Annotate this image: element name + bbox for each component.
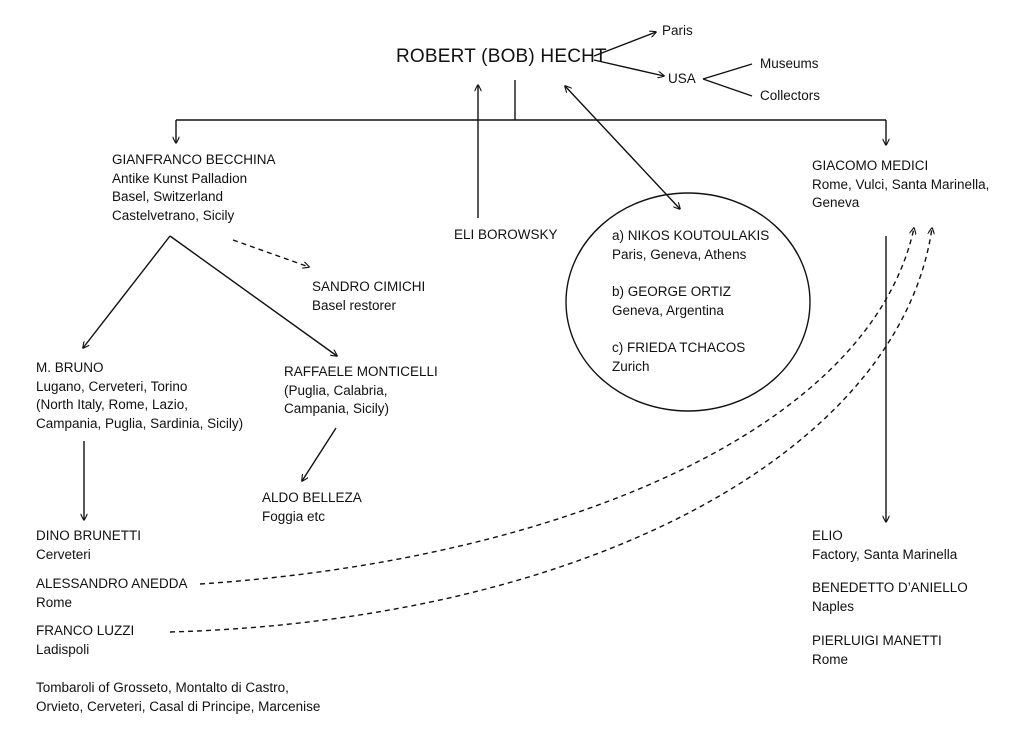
- monticelli-name: RAFFAELE MONTICELLI: [284, 364, 438, 379]
- tombaroli-line-0: Tombaroli of Grosseto, Montalto di Castr…: [36, 680, 289, 695]
- dashed-curve-anedda-medici: [199, 228, 914, 585]
- label-paris: Paris: [662, 23, 693, 38]
- belleza-line-1: Foggia etc: [262, 508, 326, 524]
- node-daniello: BENEDETTO D’ANIELLO Naples: [812, 579, 968, 616]
- dashed-curve-luzzi-medici: [169, 228, 932, 633]
- label-museums: Museums: [760, 56, 819, 71]
- daniello-name: BENEDETTO D’ANIELLO: [812, 580, 968, 595]
- belleza-name: ALDO BELLEZA: [262, 490, 362, 505]
- brunetti-line-1: Cerveteri: [36, 546, 91, 562]
- bruno-name: M. BRUNO: [36, 360, 104, 375]
- arrow-hecht-paris: [593, 32, 656, 57]
- circle-a-place: Paris, Geneva, Athens: [612, 246, 747, 262]
- tombaroli-line-1: Orvieto, Cerveteri, Casal di Principe, M…: [36, 698, 321, 714]
- node-bruno: M. BRUNO Lugano, Cerveteri, Torino (Nort…: [36, 359, 243, 433]
- node-elio: ELIO Factory, Santa Marinella: [812, 527, 957, 564]
- label-collectors: Collectors: [760, 88, 821, 103]
- becchina-line-2: Basel, Switzerland: [112, 189, 224, 204]
- medici-line-2: Geneva: [812, 195, 860, 210]
- node-luzzi: FRANCO LUZZI Ladispoli: [36, 622, 134, 659]
- borowsky-name: ELI BOROWSKY: [454, 227, 558, 242]
- line-usa-museums: [702, 63, 753, 80]
- hecht-title: ROBERT (BOB) HECHT: [396, 46, 607, 67]
- brunetti-name: DINO BRUNETTI: [36, 528, 142, 543]
- circle-c-place: Zurich: [612, 358, 650, 374]
- label-usa: USA: [668, 71, 696, 86]
- node-medici: GIACOMO MEDICI Rome, Vulci, Santa Marine…: [812, 157, 989, 213]
- circle-b-place: Geneva, Argentina: [612, 302, 724, 318]
- anedda-line-1: Rome: [36, 594, 73, 610]
- manetti-name: PIERLUIGI MANETTI: [812, 633, 942, 648]
- monticelli-line-1: (Puglia, Calabria,: [284, 382, 388, 398]
- daniello-line-1: Naples: [812, 598, 855, 614]
- bruno-line-3: Campania, Puglia, Sardinia, Sicily): [36, 415, 244, 431]
- manetti-line-1: Rome: [812, 651, 849, 667]
- becchina-name: GIANFRANCO BECCHINA: [112, 152, 276, 167]
- arrow-hecht-usa: [593, 59, 664, 76]
- node-belleza: ALDO BELLEZA Foggia etc: [262, 489, 362, 526]
- circle-c-name: c) FRIEDA TCHACOS: [612, 340, 746, 355]
- arrow-becchina-bruno: [83, 235, 171, 348]
- node-brunetti: DINO BRUNETTI Cerveteri: [36, 527, 141, 564]
- node-becchina: GIANFRANCO BECCHINA Antike Kunst Palladi…: [112, 151, 276, 225]
- cimichi-name: SANDRO CIMICHI: [312, 279, 426, 294]
- becchina-line-3: Castelvetrano, Sicily: [112, 207, 235, 223]
- node-tombaroli: Tombaroli of Grosseto, Montalto di Castr…: [36, 679, 320, 716]
- node-manetti: PIERLUIGI MANETTI Rome: [812, 632, 942, 669]
- node-borowsky: ELI BOROWSKY: [454, 226, 558, 245]
- medici-line-1: Rome, Vulci, Santa Marinella,: [812, 176, 990, 192]
- anedda-name: ALESSANDRO ANEDDA: [36, 576, 188, 591]
- elio-name: ELIO: [812, 528, 843, 543]
- arrow-becchina-monticelli: [169, 235, 337, 356]
- luzzi-line-1: Ladispoli: [36, 641, 90, 657]
- dashed-arrow-becchina-cimichi: [232, 239, 309, 267]
- luzzi-name: FRANCO LUZZI: [36, 623, 135, 638]
- arrow-hecht-circle: [565, 86, 680, 209]
- arrow-monticelli-belleza: [302, 427, 337, 481]
- dealers-circle: [565, 192, 811, 412]
- medici-name: GIACOMO MEDICI: [812, 158, 929, 173]
- cimichi-line-1: Basel restorer: [312, 297, 397, 313]
- bruno-line-1: Lugano, Cerveteri, Torino: [36, 378, 188, 394]
- node-circle-group: a) NIKOS KOUTOULAKIS Paris, Geneva, Athe…: [612, 227, 769, 376]
- circle-b-name: b) GEORGE ORTIZ: [612, 284, 732, 299]
- node-anedda: ALESSANDRO ANEDDA Rome: [36, 575, 188, 612]
- monticelli-line-2: Campania, Sicily): [284, 401, 390, 416]
- line-usa-collectors: [702, 78, 753, 97]
- node-cimichi: SANDRO CIMICHI Basel restorer: [312, 278, 425, 315]
- elio-line-1: Factory, Santa Marinella: [812, 546, 958, 562]
- node-monticelli: RAFFAELE MONTICELLI (Puglia, Calabria, C…: [284, 363, 438, 419]
- circle-a-name: a) NIKOS KOUTOULAKIS: [612, 228, 770, 243]
- bruno-line-2: (North Italy, Rome, Lazio,: [36, 397, 189, 412]
- becchina-line-1: Antike Kunst Palladion: [112, 170, 248, 186]
